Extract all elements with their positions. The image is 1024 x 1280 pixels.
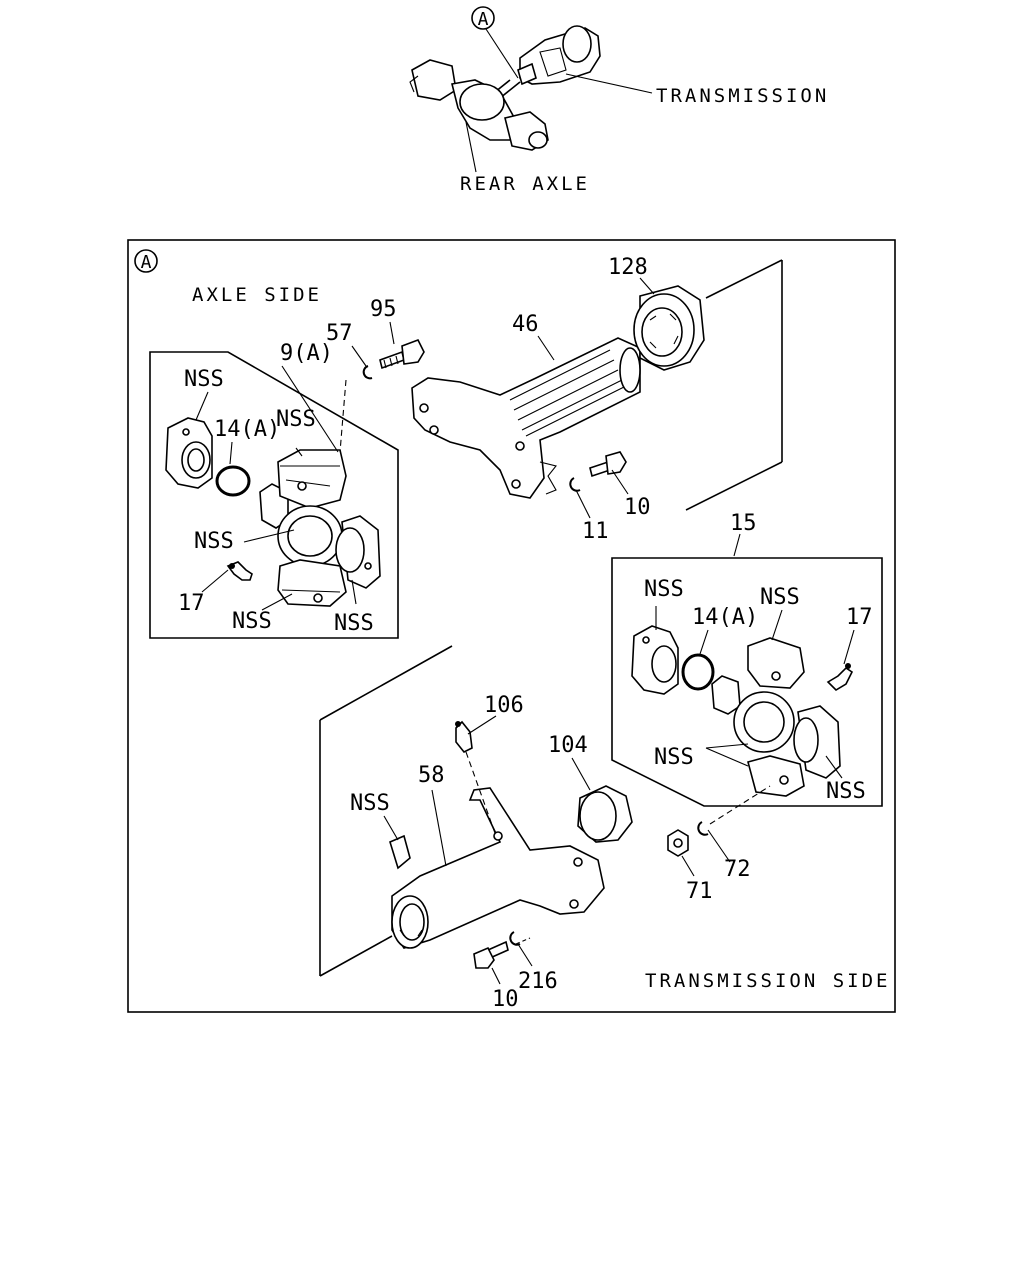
grease-fitting-left [226, 561, 253, 581]
snap-ring-left [215, 465, 251, 497]
detail-callout-letter: A [141, 252, 152, 273]
detail-frame [127, 239, 896, 1013]
nss-label: NSS [276, 407, 316, 432]
transmission-side-joint-kit [611, 557, 883, 807]
nss-labels: NSS NSS NSS NSS NSS NSS NSS NSS NSS NSS [184, 367, 866, 816]
nss-label: NSS [654, 745, 694, 770]
part-label-128: 128 [608, 255, 648, 280]
bolt-95 [379, 338, 425, 370]
part-label-10-top: 10 [624, 495, 651, 520]
part-label-15: 15 [730, 511, 757, 536]
nss-label: NSS [194, 529, 234, 554]
overview-callout-letter: A [478, 9, 489, 30]
grease-fitting-right [826, 663, 854, 692]
snap-ring-right [681, 653, 715, 691]
bolt-10-top [589, 451, 627, 478]
slip-yoke-46 [411, 337, 641, 499]
alignment-lines-lower [319, 645, 771, 977]
part-label-14a-right: 14(A) [692, 605, 758, 630]
rear-axle-illustration [409, 59, 549, 151]
washer-72 [697, 821, 709, 836]
part-label-14a-left: 14(A) [214, 417, 280, 442]
part-label-71: 71 [686, 879, 713, 904]
part-label-58: 58 [418, 763, 445, 788]
oil-seal-128 [633, 285, 705, 371]
part-label-17-right: 17 [846, 605, 873, 630]
part-label-106: 106 [484, 693, 524, 718]
part-label-9a: 9(A) [280, 341, 333, 366]
bolt-10-bottom [473, 940, 509, 969]
joint-kit-outline-left [149, 351, 399, 639]
transmission-label: TRANSMISSION [656, 85, 829, 107]
leader-lines [195, 277, 855, 985]
washer-11 [569, 477, 581, 492]
part-label-10-bottom: 10 [492, 987, 519, 1012]
transmission-illustration [517, 25, 601, 86]
nss-label: NSS [350, 791, 390, 816]
slip-yoke-58 [391, 787, 605, 949]
nss-label: NSS [232, 609, 272, 634]
part-label-72: 72 [724, 857, 751, 882]
nut-71 [667, 829, 689, 857]
joint-kit-outline-right [611, 557, 883, 807]
nss-label: NSS [644, 577, 684, 602]
grease-fitting-106 [455, 720, 497, 837]
part-label-46: 46 [512, 312, 539, 337]
nss-label: NSS [760, 585, 800, 610]
alignment-lines-upper [339, 259, 783, 511]
bearing-cup-left [165, 417, 213, 489]
overview-callout-a: A [471, 6, 519, 79]
clip-57 [362, 365, 373, 380]
dust-seal-104 [577, 785, 633, 843]
part-labels: 128 46 95 57 9(A) 14(A) 17 10 11 15 14(A… [178, 255, 873, 1012]
part-label-104: 104 [548, 733, 588, 758]
detail-callout-a: A [134, 249, 158, 273]
part-label-95: 95 [370, 297, 397, 322]
part-label-17-left: 17 [178, 591, 205, 616]
part-label-216: 216 [518, 969, 558, 994]
part-label-57: 57 [326, 321, 353, 346]
axle-side-label: AXLE SIDE [192, 284, 322, 306]
rear-axle-label: REAR AXLE [460, 173, 590, 195]
transmission-side-label: TRANSMISSION SIDE [645, 970, 890, 992]
axle-side-joint-kit [149, 351, 399, 639]
bearing-cup-right [631, 625, 679, 695]
nss-label: NSS [334, 611, 374, 636]
nss-label: NSS [184, 367, 224, 392]
part-label-11: 11 [582, 519, 609, 544]
expansion-plug [389, 834, 411, 870]
spider-cross-left [259, 449, 381, 607]
overview-drivetrain: A TRANSMISSION REAR AXLE [409, 6, 829, 195]
spider-cross-right [711, 637, 841, 797]
nss-label: NSS [826, 779, 866, 804]
